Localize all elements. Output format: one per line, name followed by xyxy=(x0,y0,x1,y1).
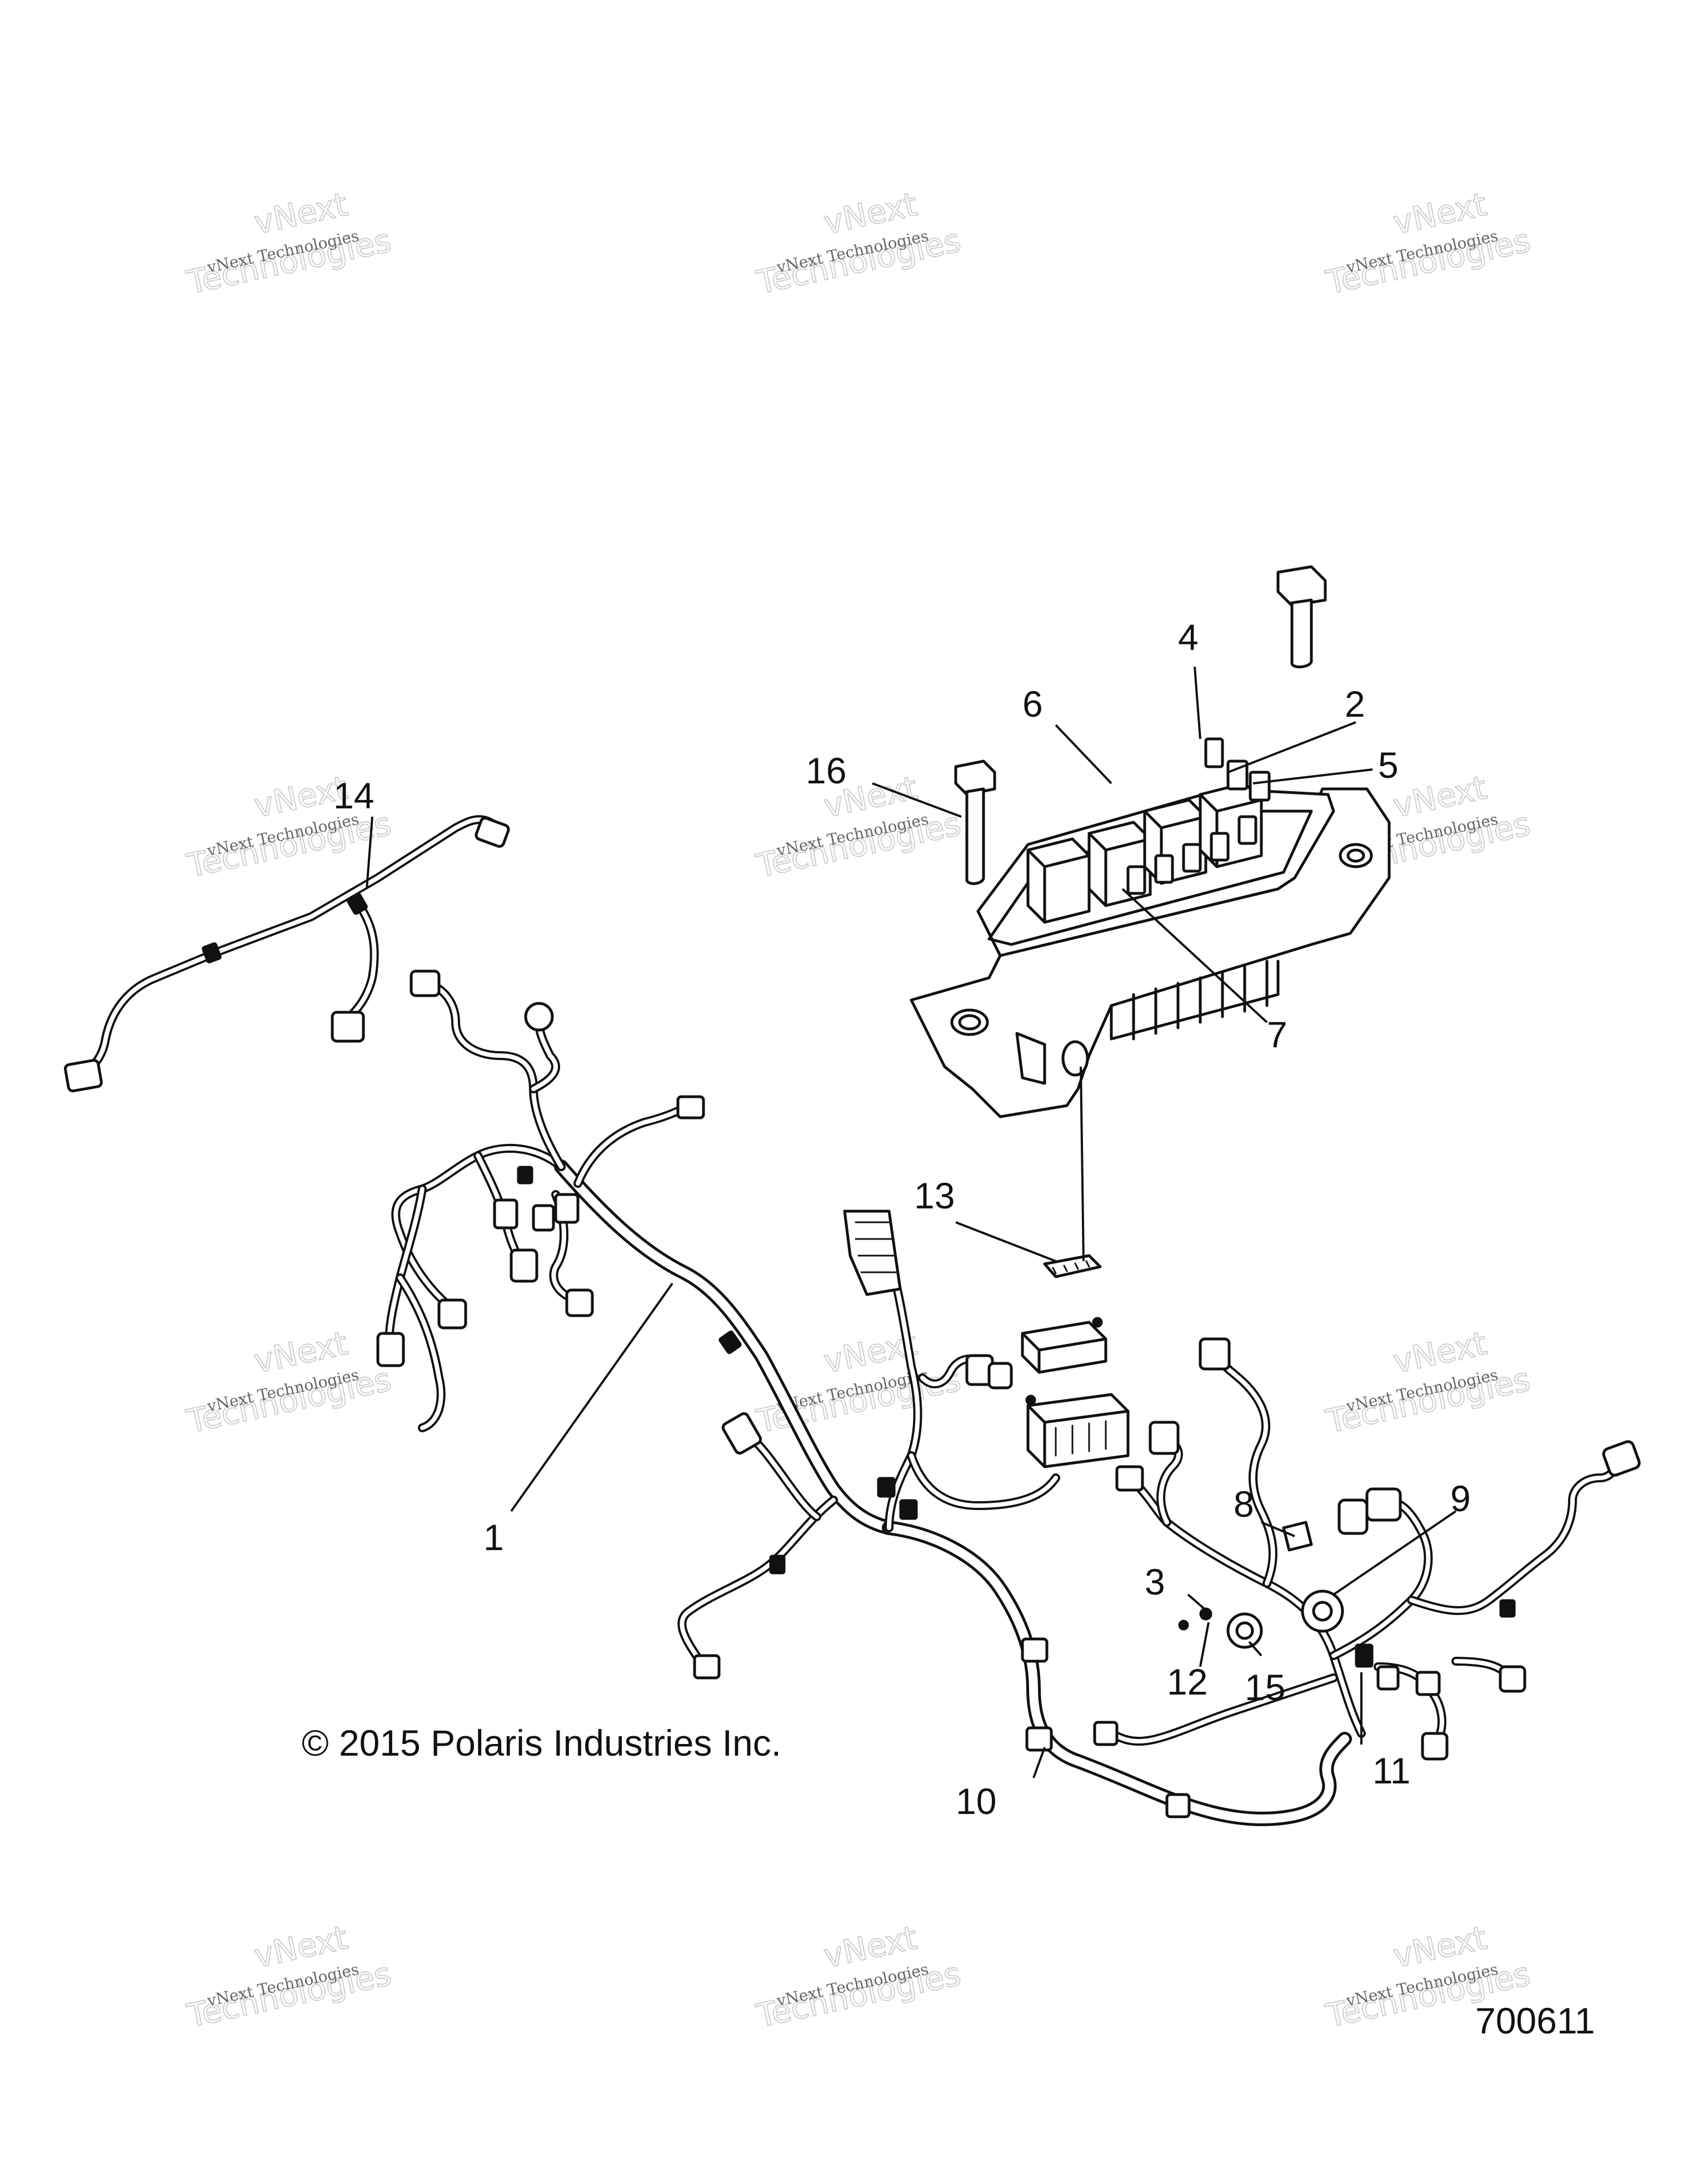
connector xyxy=(437,1298,467,1330)
fuses xyxy=(1126,737,1271,895)
callout-16: 16 xyxy=(806,750,846,791)
part-2-fuse xyxy=(1226,759,1249,791)
multi-pin-connector xyxy=(843,1210,902,1296)
part-7-fuse-box xyxy=(910,737,1391,1118)
connector xyxy=(510,1248,538,1283)
callout-3: 3 xyxy=(1145,1561,1165,1602)
callout-2: 2 xyxy=(1345,683,1365,724)
connector xyxy=(1093,1721,1119,1746)
connector xyxy=(524,1002,554,1032)
connector xyxy=(532,1204,555,1232)
watermark: vNext Technologies vNext Technologies xyxy=(752,184,965,302)
part-11-harness xyxy=(1093,1337,1641,1761)
callout-15: 15 xyxy=(1245,1667,1285,1708)
part-4-fuse xyxy=(1204,737,1224,768)
watermark: vNext Technologies vNext Technologies xyxy=(752,1918,965,2035)
part-13-fuse-holder xyxy=(1021,1254,1130,1468)
screw-icon xyxy=(1092,1317,1103,1328)
watermark: vNext Technologies vNext Technologies xyxy=(183,184,395,302)
connector xyxy=(676,1095,705,1120)
connector xyxy=(376,1332,405,1367)
part-10-harness xyxy=(843,1210,1352,1826)
fuse xyxy=(1154,854,1174,884)
figure-number: 700611 xyxy=(1475,2000,1595,2041)
connector xyxy=(1199,1337,1231,1371)
callout-14: 14 xyxy=(333,775,374,816)
connector xyxy=(554,1193,580,1224)
screw-icon xyxy=(1025,1395,1036,1406)
clip xyxy=(1355,1643,1374,1668)
connector xyxy=(1421,1732,1449,1761)
connector xyxy=(1149,1421,1180,1455)
fuse xyxy=(1182,843,1202,873)
fuse xyxy=(1126,865,1146,895)
watermark: vNext Technologies vNext Technologies xyxy=(183,1918,395,2035)
upper-bolt xyxy=(1276,565,1327,668)
connector xyxy=(410,969,441,997)
connector xyxy=(1376,1665,1400,1691)
connector xyxy=(1337,1498,1369,1535)
fuse xyxy=(1210,832,1230,862)
sleeve xyxy=(1025,1726,1053,1752)
fuse xyxy=(1237,815,1257,845)
copyright-notice: © 2015 Polaris Industries Inc. xyxy=(302,1722,781,1763)
callout-11: 11 xyxy=(1372,1750,1411,1791)
connector xyxy=(721,1412,762,1455)
connector xyxy=(1602,1440,1641,1477)
callout-4: 4 xyxy=(1178,617,1199,658)
callout-5: 5 xyxy=(1378,744,1399,786)
sleeve xyxy=(1165,1793,1191,1818)
part-3-fastener xyxy=(1178,1620,1189,1631)
clip xyxy=(347,893,368,915)
connector xyxy=(1115,1465,1144,1492)
fuse-holder-base xyxy=(1026,1393,1130,1468)
part-14-harness xyxy=(64,815,510,1093)
watermark: vNext Technologies vNext Technologies xyxy=(1322,184,1534,302)
callout-1: 1 xyxy=(483,1517,504,1558)
sleeve xyxy=(1021,1637,1049,1663)
callout-9: 9 xyxy=(1450,1478,1471,1519)
connector xyxy=(1415,1671,1441,1696)
part-16-bolt xyxy=(954,759,996,885)
leader-lines xyxy=(366,666,1457,1778)
watermark: vNext Technologies vNext Technologies xyxy=(183,1323,395,1441)
clip xyxy=(877,1477,896,1498)
clip xyxy=(202,942,222,963)
part-5-fuse xyxy=(1249,771,1271,802)
callout-10: 10 xyxy=(956,1781,996,1822)
connector xyxy=(693,1654,721,1680)
clip xyxy=(1499,1599,1516,1618)
connector xyxy=(565,1288,594,1317)
connector xyxy=(331,1011,365,1043)
part-1-main-harness xyxy=(376,969,896,1680)
part-8-clip xyxy=(1282,1521,1313,1552)
callouts: 1 2 3 4 5 6 7 8 9 10 11 12 13 14 15 16 xyxy=(333,617,1471,1822)
connector xyxy=(1499,1665,1526,1693)
clip xyxy=(769,1555,786,1575)
small-parts xyxy=(1178,1521,1344,1649)
clip xyxy=(517,1166,533,1185)
callout-6: 6 xyxy=(1022,683,1043,724)
callout-13: 13 xyxy=(914,1175,955,1216)
callout-8: 8 xyxy=(1234,1483,1254,1525)
connector xyxy=(64,1058,103,1093)
clip xyxy=(899,1499,918,1520)
watermark: vNext Technologies vNext Technologies xyxy=(1322,1323,1534,1441)
tie-strap xyxy=(718,1330,742,1355)
connector xyxy=(475,817,510,848)
connector xyxy=(493,1198,518,1230)
callout-12: 12 xyxy=(1167,1661,1207,1702)
connector xyxy=(987,1362,1013,1390)
callout-7: 7 xyxy=(1267,1014,1287,1055)
connector xyxy=(1365,1487,1402,1522)
watermark: vNext Technologies vNext Technologies xyxy=(752,768,965,885)
